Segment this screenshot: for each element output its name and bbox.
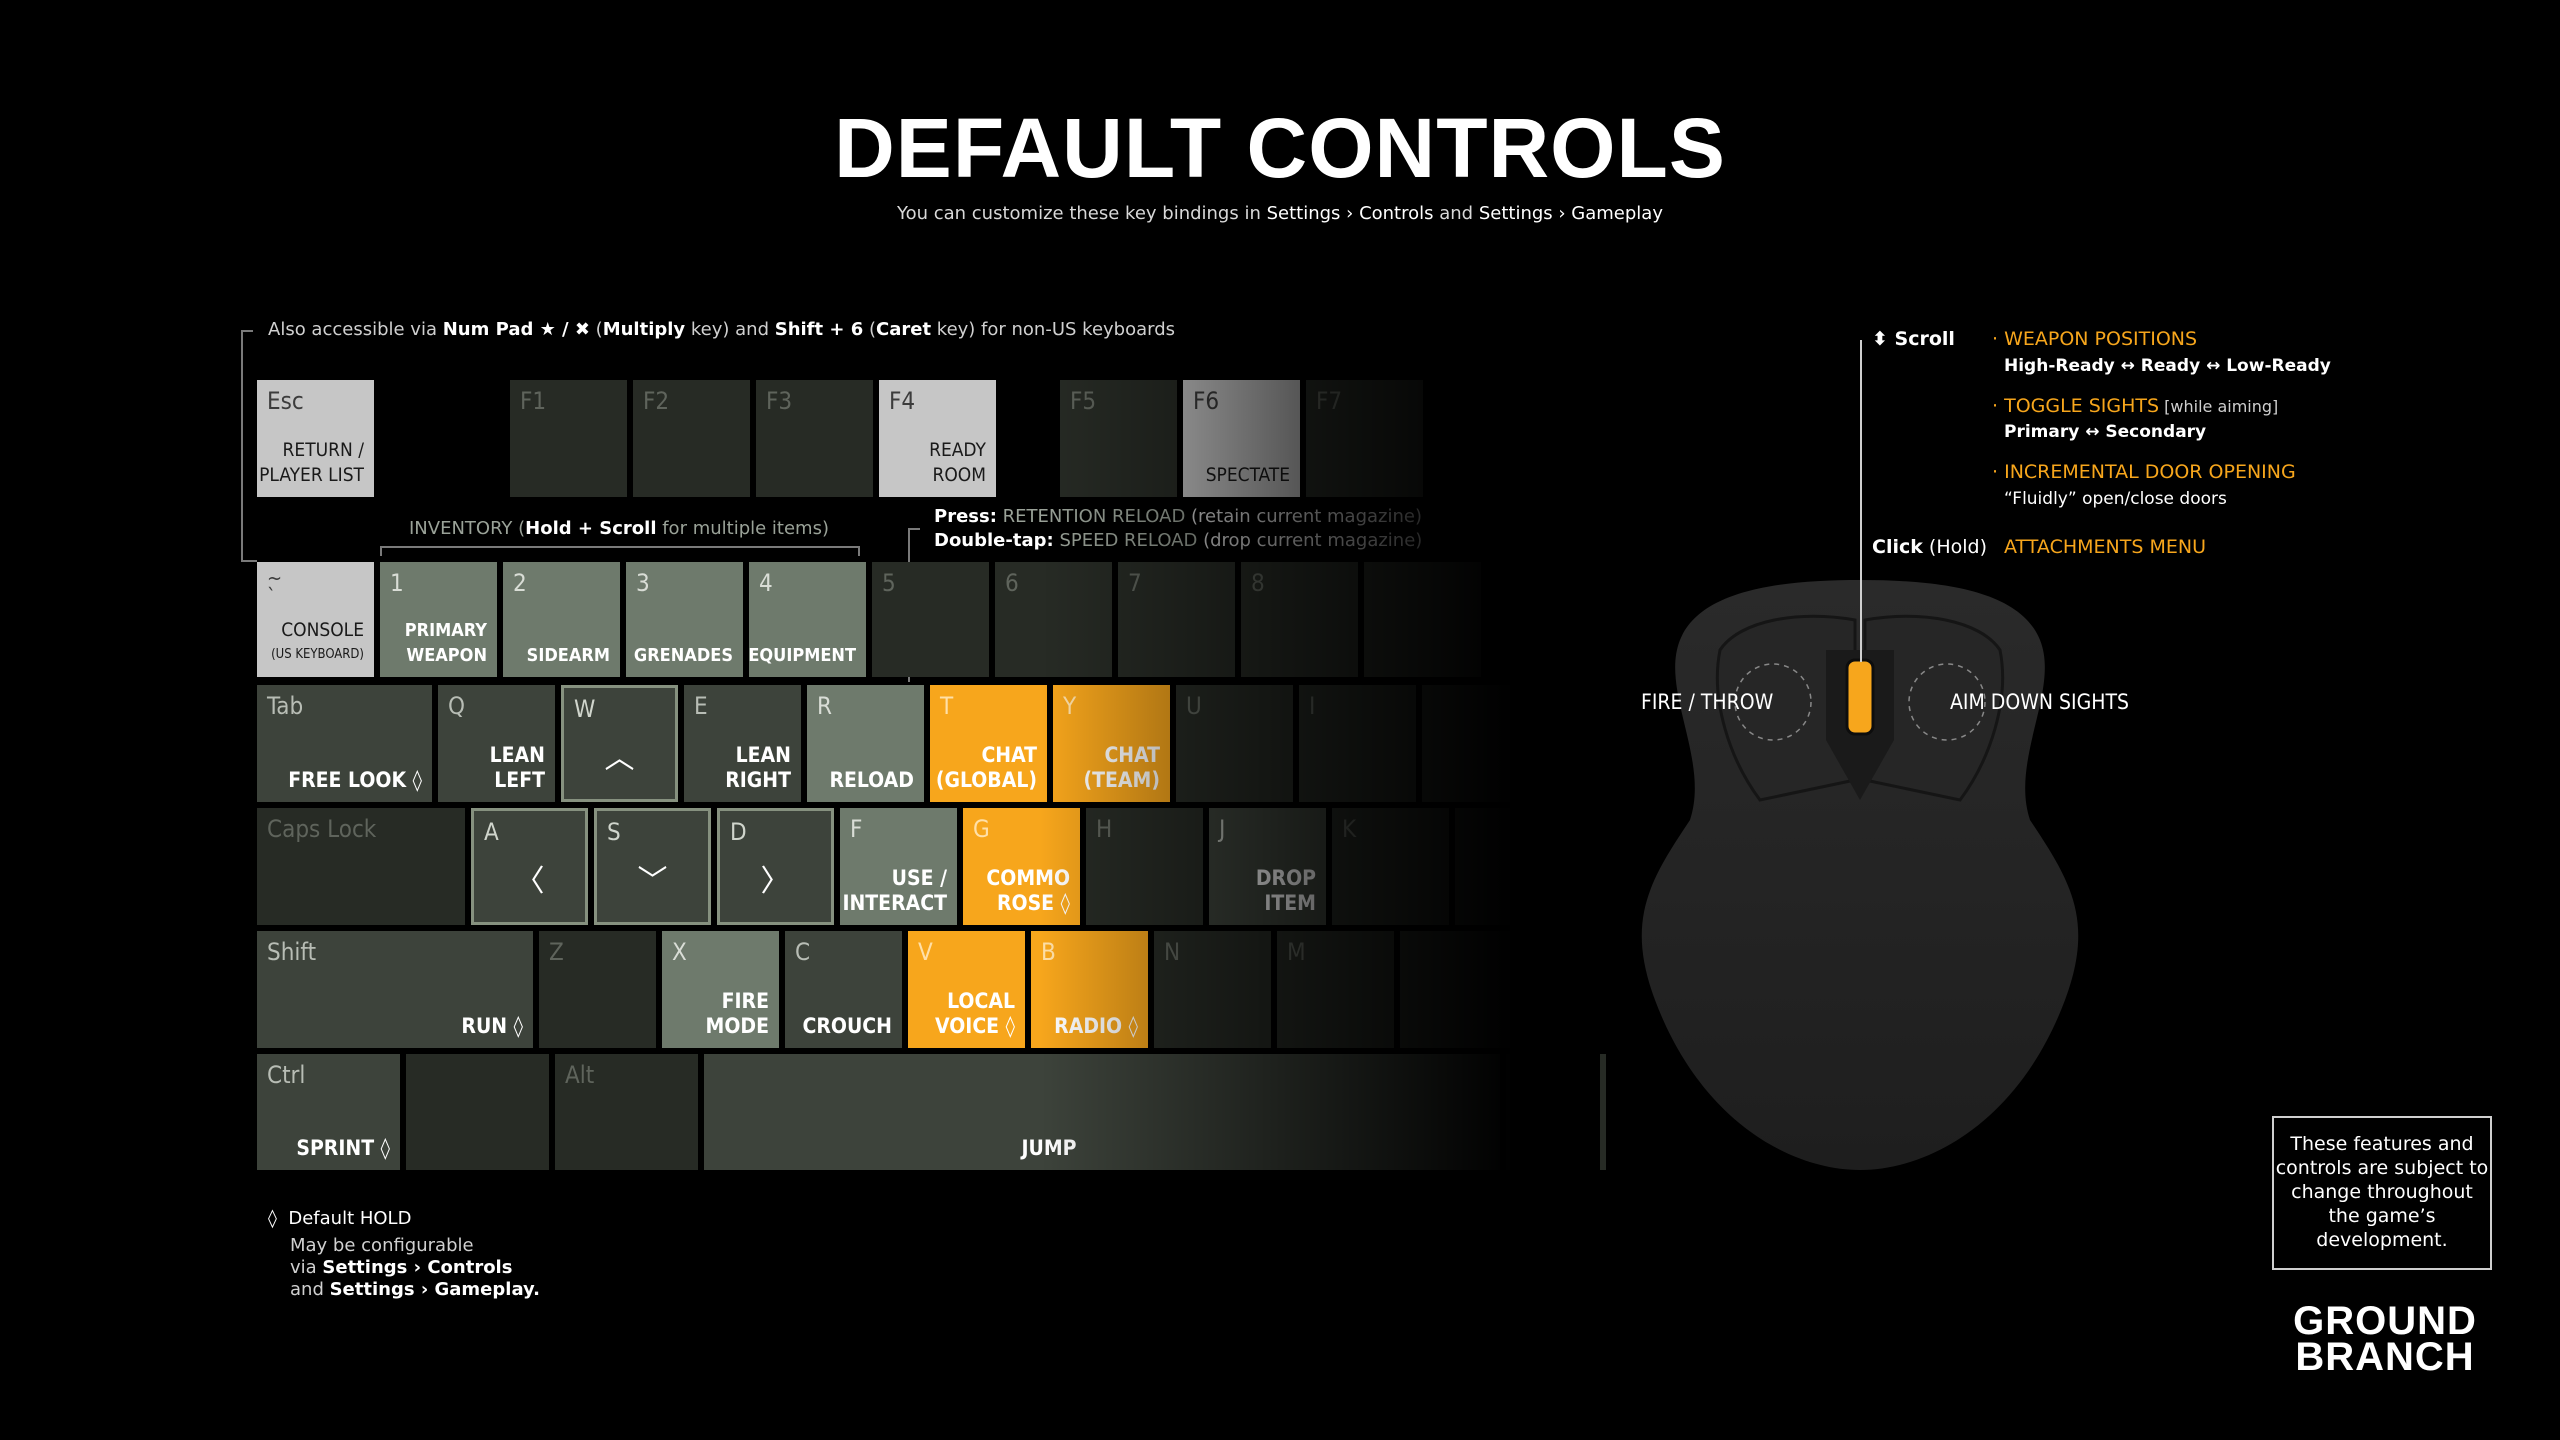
key-f2: F2 bbox=[633, 380, 750, 497]
key-8: 8 bbox=[1241, 562, 1358, 677]
key-caps-lock: Caps Lock bbox=[257, 808, 465, 925]
click-hold-label: Click (Hold) bbox=[1872, 536, 1987, 558]
scroll-arrows-icon: ⬍ bbox=[1872, 328, 1888, 350]
key-n: N bbox=[1154, 931, 1271, 1048]
key-7: 7 bbox=[1118, 562, 1235, 677]
page-subtitle: You can customize these key bindings in … bbox=[896, 203, 1663, 224]
key-comma bbox=[1400, 931, 1517, 1048]
key-w: W︿ bbox=[561, 685, 678, 802]
key-m: M bbox=[1277, 931, 1394, 1048]
mouse-right-button bbox=[1863, 614, 2005, 802]
key-i: I bbox=[1299, 685, 1416, 802]
hold-symbol: ◊ bbox=[268, 1208, 277, 1229]
scroll-label: ⬍ Scroll bbox=[1872, 328, 1955, 350]
reload-press-note: Press: RETENTION RELOAD (retain current … bbox=[934, 506, 1422, 527]
key-s: S﹀ bbox=[594, 808, 711, 925]
key-f3: F3 bbox=[756, 380, 873, 497]
toggle-sights-desc: Primary ↔ Secondary bbox=[2004, 422, 2207, 442]
left-click-indicator bbox=[1734, 663, 1812, 741]
hold-legend-detail: May be configurable via Settings › Contr… bbox=[290, 1235, 540, 1300]
key-z: Z bbox=[539, 931, 656, 1048]
weapon-positions-desc: High-Ready ↔ Ready ↔ Low-Ready bbox=[2004, 356, 2331, 376]
key-l bbox=[1455, 808, 1572, 925]
arrow-up-icon: ︿ bbox=[604, 740, 635, 776]
weapon-positions-label: · WEAPON POSITIONS bbox=[1992, 328, 2198, 350]
numpad-bracket-vertical bbox=[241, 330, 243, 562]
hold-legend: ◊ Default HOLD bbox=[268, 1208, 412, 1229]
key-6: 6 bbox=[995, 562, 1112, 677]
page-title: DEFAULT CONTROLS bbox=[834, 101, 1726, 195]
key-win bbox=[406, 1054, 549, 1170]
scroll-leader-line bbox=[1860, 340, 1862, 662]
aim-down-sights-label: AIM DOWN SIGHTS bbox=[1950, 690, 2129, 714]
key-5: 5 bbox=[872, 562, 989, 677]
toggle-sights-label: · TOGGLE SIGHTS [while aiming] bbox=[1992, 395, 2279, 417]
scroll-wheel bbox=[1845, 658, 1875, 736]
key-f7: F7 bbox=[1306, 380, 1423, 497]
arrow-down-icon: ﹀ bbox=[637, 863, 668, 899]
numpad-bracket-top bbox=[241, 330, 253, 332]
key-tilde: ~ ` CONSOLE (US KEYBOARD) bbox=[257, 562, 374, 677]
door-opening-label: · INCREMENTAL DOOR OPENING bbox=[1992, 461, 2296, 483]
ground-branch-logo: GROUND BRANCH bbox=[2293, 1299, 2477, 1379]
key-d: D〉 bbox=[717, 808, 834, 925]
key-altgr bbox=[1506, 1054, 1606, 1170]
arrow-right-icon: 〉 bbox=[760, 863, 791, 899]
mouse-illustration bbox=[1641, 580, 2079, 1170]
door-opening-desc: “Fluidly” open/close doors bbox=[2004, 489, 2227, 509]
key-o bbox=[1422, 685, 1539, 802]
key-a: A〈 bbox=[471, 808, 588, 925]
fire-throw-label: FIRE / THROW bbox=[1641, 690, 1774, 714]
key-h: H bbox=[1086, 808, 1203, 925]
reload-doubletap-note: Double-tap: SPEED RELOAD (drop current m… bbox=[934, 530, 1423, 551]
numpad-bracket-bottom bbox=[241, 560, 257, 562]
arrow-left-icon: 〈 bbox=[514, 863, 545, 899]
settings-gameplay-path: Settings › Gameplay bbox=[1478, 203, 1663, 224]
key-f1: F1 bbox=[510, 380, 627, 497]
key-k: K bbox=[1332, 808, 1449, 925]
attachments-menu-label: ATTACHMENTS MENU bbox=[2004, 536, 2206, 558]
key-alt: Alt bbox=[555, 1054, 698, 1170]
key-9 bbox=[1364, 562, 1481, 677]
right-click-indicator bbox=[1908, 663, 1986, 741]
key-space: JUMP bbox=[704, 1054, 1500, 1170]
inventory-bracket bbox=[380, 546, 860, 548]
inventory-note: INVENTORY (Hold + Scroll for multiple it… bbox=[408, 518, 829, 539]
key-f5: F5 bbox=[1060, 380, 1177, 497]
numpad-note: Also accessible via Num Pad ★ / ✖ (Multi… bbox=[268, 319, 1176, 340]
key-u: U bbox=[1176, 685, 1293, 802]
mouse-left-button bbox=[1715, 614, 1857, 802]
disclaimer-box: These features and controls are subject … bbox=[2272, 1116, 2492, 1270]
settings-controls-path: Settings › Controls bbox=[1266, 203, 1434, 224]
